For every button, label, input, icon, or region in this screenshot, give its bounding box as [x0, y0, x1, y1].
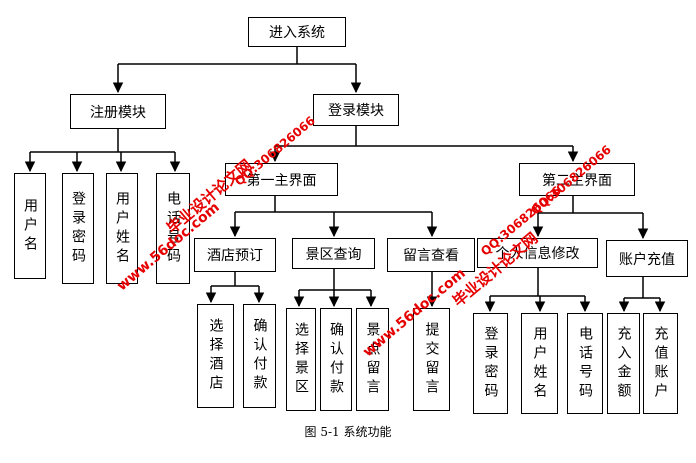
- node-edit-password: 登录密码: [473, 313, 508, 414]
- node-root: 进入系统: [248, 17, 346, 47]
- node-reg-password: 登录密码: [62, 173, 94, 284]
- node-choose-hotel: 选择酒店: [197, 304, 234, 408]
- node-edit-phone: 电话号码: [567, 313, 603, 414]
- node-edit-realname: 用户姓名: [521, 313, 558, 414]
- node-confirm-pay-scenic: 确认付款: [320, 308, 352, 411]
- node-main-screen-2: 第二主界面: [519, 163, 635, 196]
- node-info-edit: 个人信息修改: [477, 238, 598, 268]
- node-account-recharge: 账户充值: [606, 240, 688, 277]
- node-spot-message: 景点留言: [356, 308, 389, 411]
- node-charge-amount: 充入金额: [607, 313, 640, 414]
- node-confirm-pay-hotel: 确认付款: [243, 304, 276, 408]
- figure-caption: 图 5-1 系统功能: [304, 425, 392, 439]
- node-message-view: 留言查看: [387, 238, 475, 272]
- node-register-module: 注册模块: [70, 94, 166, 129]
- node-reg-phone: 电话号码: [156, 173, 190, 284]
- node-reg-realname: 用户姓名: [106, 173, 138, 284]
- node-submit-message: 提交留言: [413, 308, 450, 411]
- node-reg-username: 用户名: [14, 173, 46, 279]
- node-hotel-booking: 酒店预订: [194, 238, 276, 272]
- node-charge-account: 充值账户: [643, 313, 678, 414]
- node-scenic-query: 景区查询: [292, 238, 375, 269]
- node-main-screen-1: 第一主界面: [225, 163, 338, 196]
- node-choose-scenic: 选择景区: [286, 308, 316, 411]
- node-login-module: 登录模块: [313, 94, 399, 126]
